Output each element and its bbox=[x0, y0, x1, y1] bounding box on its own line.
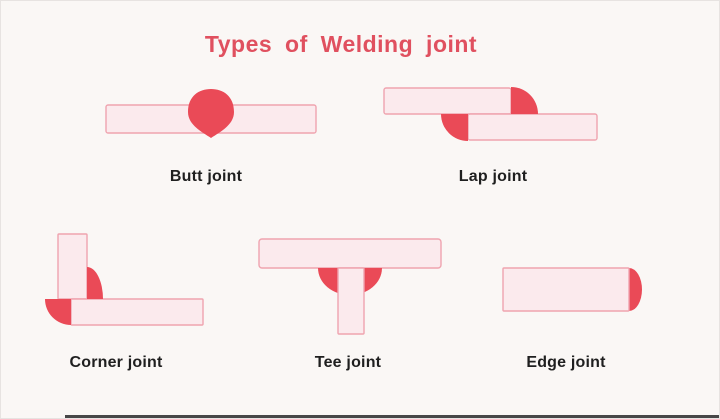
edge-plate bbox=[502, 267, 630, 312]
tee-joint-label: Tee joint bbox=[314, 354, 382, 371]
butt-weld-bead bbox=[188, 89, 234, 138]
tee-horizontal-plate bbox=[258, 238, 442, 269]
tee-joint-diagram bbox=[258, 238, 442, 335]
lap-upper-weld-fillet bbox=[511, 87, 538, 114]
corner-inner-weld-fillet bbox=[87, 267, 103, 299]
corner-outer-weld-fillet bbox=[45, 299, 71, 325]
page-title: Types of Welding joint bbox=[204, 31, 478, 57]
lap-joint-diagram bbox=[383, 87, 598, 141]
tee-vertical-plate bbox=[337, 267, 365, 335]
corner-vertical-plate bbox=[57, 233, 88, 300]
edge-joint-label: Edge joint bbox=[526, 354, 606, 371]
edge-joint-diagram bbox=[502, 267, 642, 312]
butt-joint-diagram bbox=[105, 89, 317, 138]
lap-top-plate bbox=[383, 87, 512, 115]
lap-bottom-plate bbox=[467, 113, 598, 141]
corner-joint-diagram bbox=[45, 233, 204, 326]
butt-joint-label: Butt joint bbox=[169, 168, 243, 185]
lap-lower-weld-fillet bbox=[441, 114, 468, 141]
corner-horizontal-plate bbox=[70, 298, 204, 326]
corner-joint-label: Corner joint bbox=[69, 354, 163, 371]
edge-weld-bead bbox=[629, 268, 642, 311]
lap-joint-label: Lap joint bbox=[458, 168, 528, 185]
bottom-edge-strip bbox=[65, 415, 719, 418]
